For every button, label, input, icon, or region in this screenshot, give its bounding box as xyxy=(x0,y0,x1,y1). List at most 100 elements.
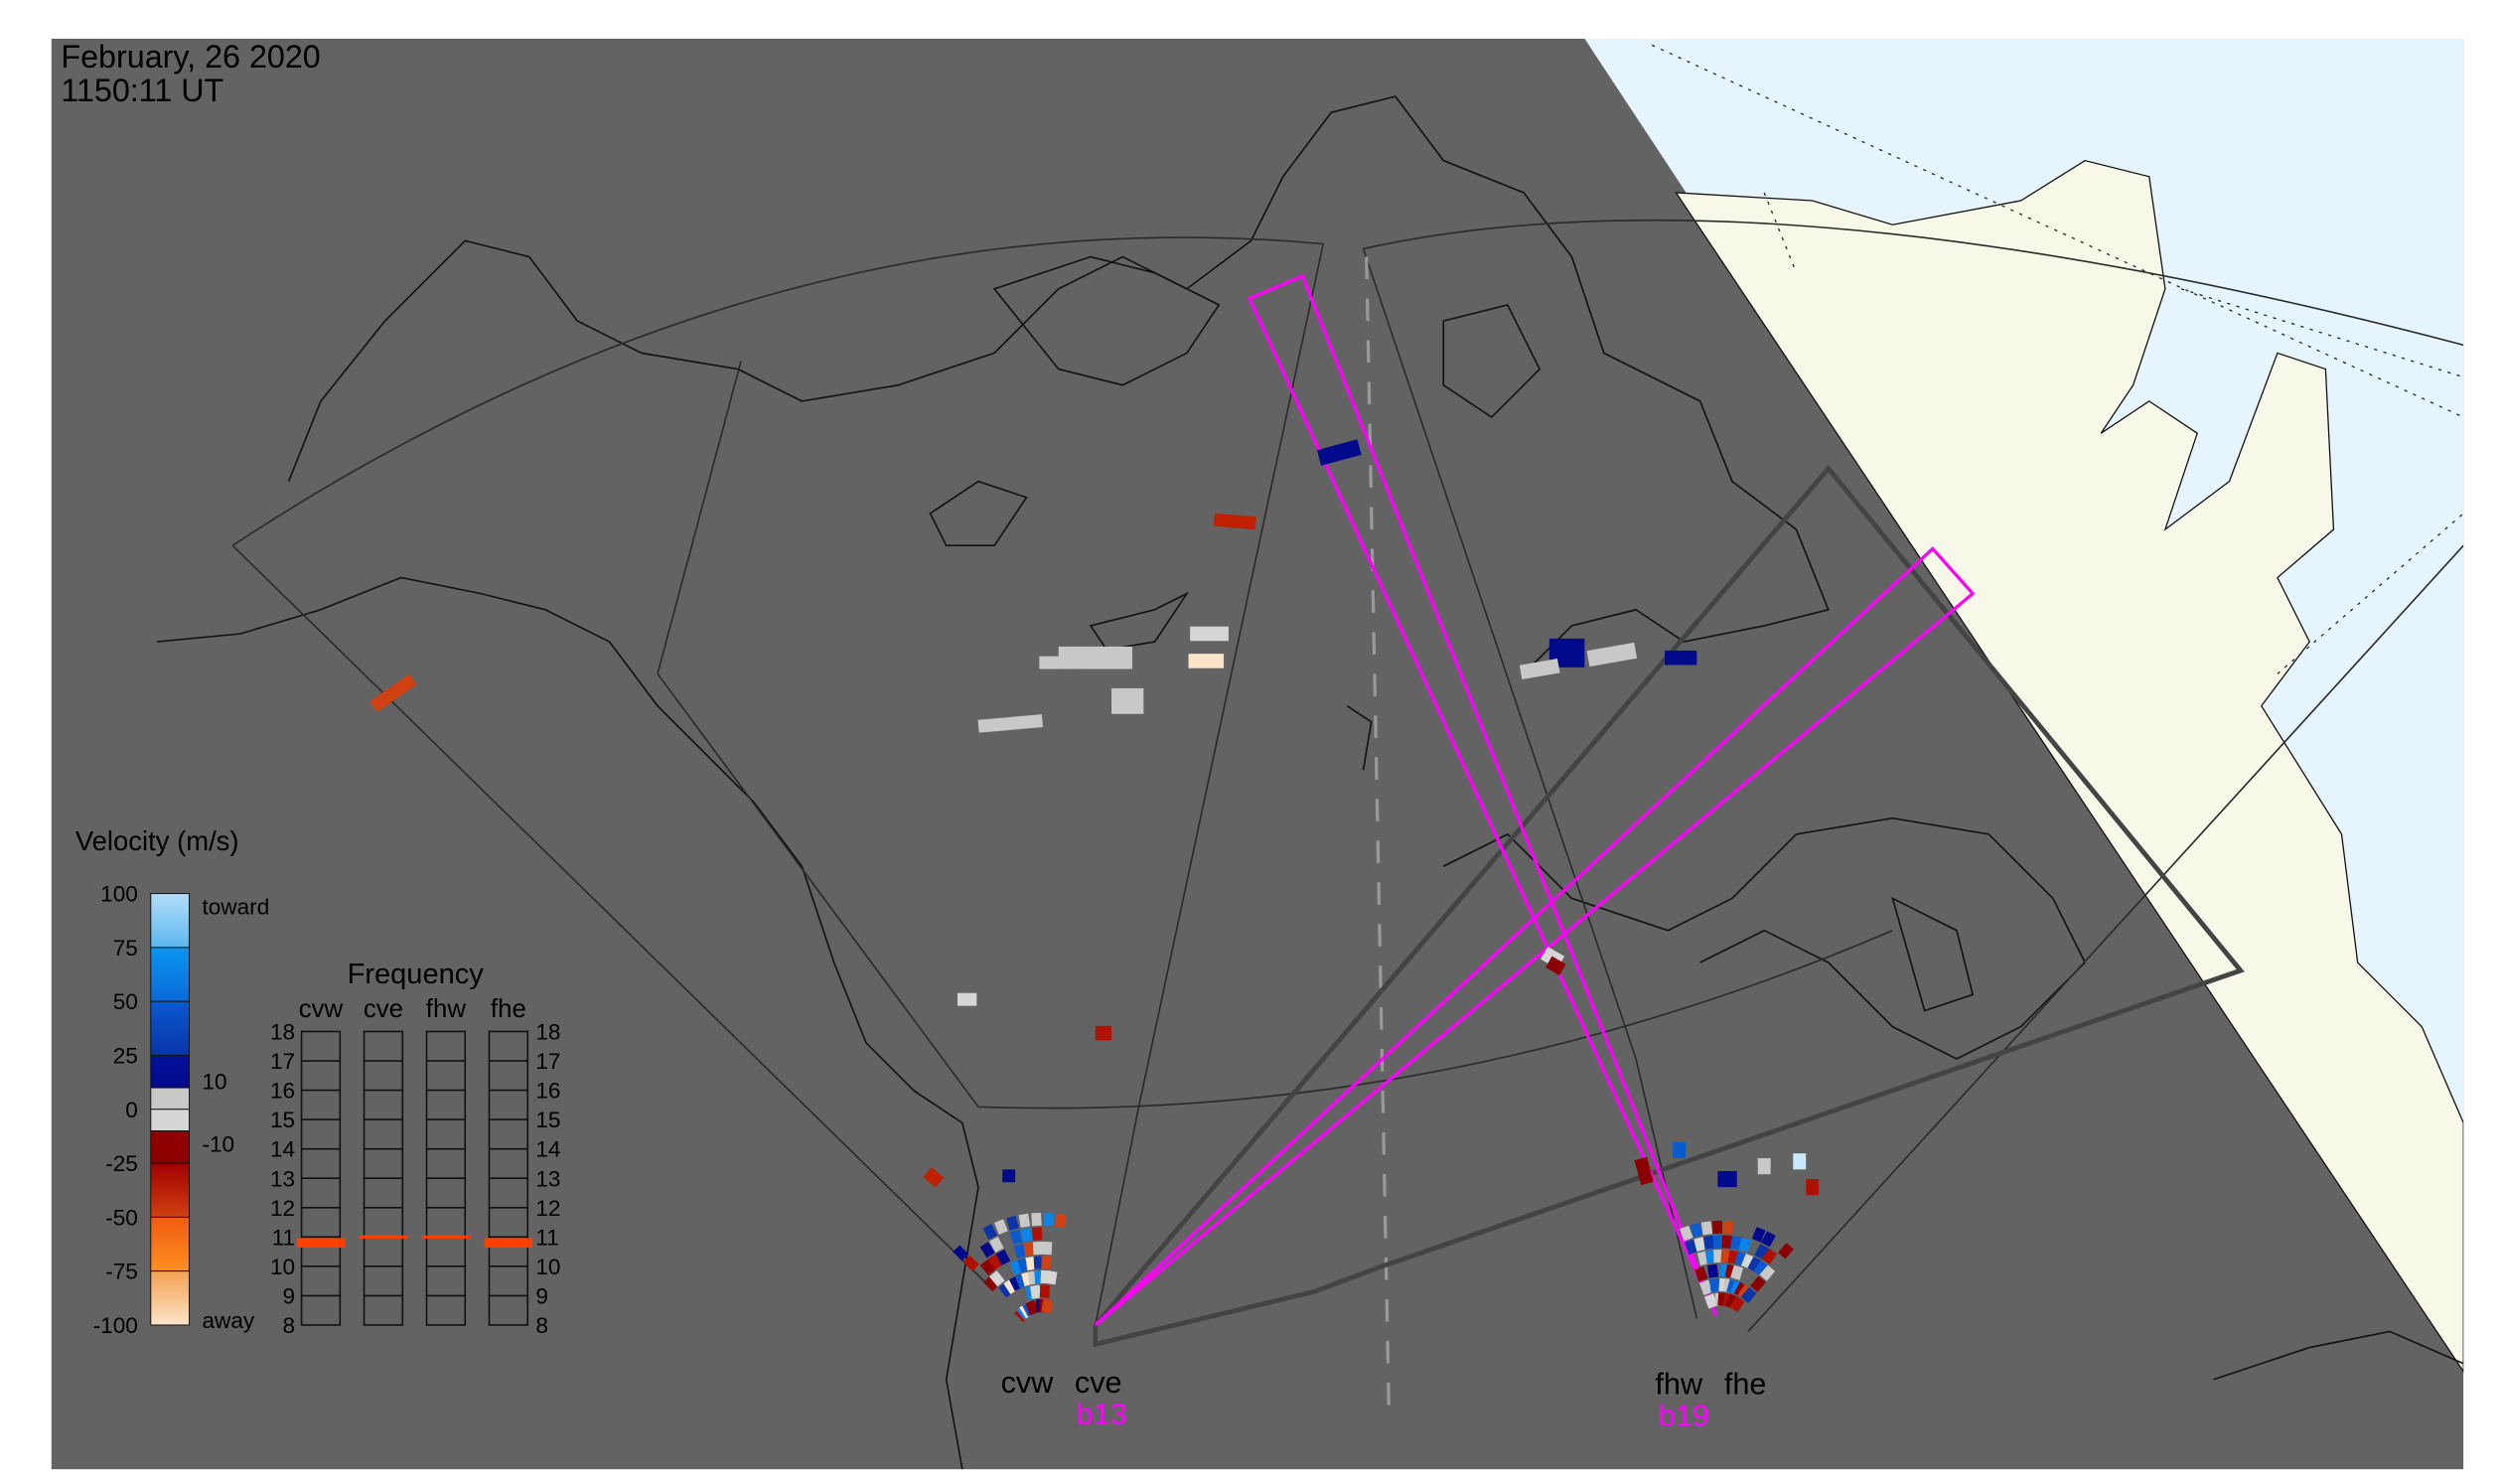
scatter-cell xyxy=(977,714,1044,733)
scatter-cell xyxy=(1753,1260,1769,1277)
frequency-tick-right: 14 xyxy=(535,1137,560,1162)
frequency-tick-right: 18 xyxy=(535,1020,560,1045)
coastlines xyxy=(157,95,2464,1470)
scatter-cell xyxy=(1190,626,1229,642)
frequency-tick-right: 9 xyxy=(535,1283,548,1308)
scatter-cell xyxy=(1095,1025,1112,1041)
scatter-cell xyxy=(1721,1235,1732,1249)
scatter-cell xyxy=(1043,1212,1054,1227)
scatter-cell xyxy=(1045,1270,1058,1285)
scatter-cell xyxy=(1041,1256,1052,1269)
scatter-cell xyxy=(1751,1227,1766,1243)
frequency-tick-left: 18 xyxy=(270,1020,295,1045)
velocity-tick: -100 xyxy=(93,1313,138,1338)
colorbar-segment xyxy=(150,1087,191,1111)
frequency-tick-left: 11 xyxy=(272,1225,295,1250)
frequency-tick-right: 16 xyxy=(535,1079,560,1104)
velocity-legend-title: Velocity (m/s) xyxy=(75,825,239,856)
frequency-tick-left: 8 xyxy=(283,1313,296,1338)
scatter-cell xyxy=(1032,1227,1043,1241)
frequency-tick-left: 12 xyxy=(270,1196,295,1221)
colorbar-segment xyxy=(150,1109,191,1131)
scatter-cell xyxy=(1757,1158,1771,1175)
scatter-cell xyxy=(1759,1264,1776,1281)
scatter-cell xyxy=(1002,1169,1016,1183)
scatter-cell xyxy=(953,1245,969,1261)
scatter-cell xyxy=(983,1275,1000,1292)
scatter-cell xyxy=(1519,659,1560,680)
scatter-cell xyxy=(1031,1212,1042,1227)
scatter-cell xyxy=(1700,1221,1713,1236)
toward-label: toward xyxy=(202,895,269,920)
scatter-cell xyxy=(1717,1170,1737,1188)
scatter-cell xyxy=(1706,1263,1719,1278)
scatter-cell xyxy=(1634,1156,1654,1186)
colorbar-segment xyxy=(150,1130,191,1164)
beam-b19 xyxy=(1247,273,1718,1316)
scatter-cell xyxy=(1698,1279,1713,1295)
frequency-radar-cvw: cvw xyxy=(299,995,344,1023)
frequency-tick-left: 13 xyxy=(270,1166,295,1191)
scatter-cell xyxy=(979,1259,996,1275)
scatter-cell xyxy=(1032,1241,1044,1256)
frequency-tick-right: 10 xyxy=(535,1255,560,1279)
frequency-tick-left: 17 xyxy=(270,1049,295,1074)
scatter-cell xyxy=(1023,1242,1035,1257)
frequency-tick-left: 9 xyxy=(283,1283,296,1308)
scatter-cell xyxy=(1041,1298,1053,1314)
velocity-tick: -50 xyxy=(105,1205,138,1230)
scatter-cell xyxy=(1690,1223,1703,1238)
scatter-cell xyxy=(1761,1248,1778,1264)
scatter-cell xyxy=(1006,1215,1019,1231)
backscatter-cells xyxy=(369,439,1820,1323)
ground-scatter-lower-label: -10 xyxy=(202,1132,234,1157)
frequency-marker xyxy=(296,1238,346,1249)
scatter-cell xyxy=(1708,1277,1721,1293)
scatter-cell xyxy=(1680,1225,1693,1242)
colorbar-segment xyxy=(150,1270,191,1326)
scatter-cell xyxy=(1665,650,1697,666)
combined-fov-outline xyxy=(1093,464,2245,1348)
scatter-cell xyxy=(1041,1241,1053,1256)
velocity-tick: 25 xyxy=(113,1044,138,1069)
frequency-tick-left: 10 xyxy=(270,1255,295,1279)
scatter-cell xyxy=(1316,439,1362,466)
scatter-cell xyxy=(1738,1237,1752,1253)
radar-label-cve: cve xyxy=(1075,1365,1122,1400)
scatter-cell xyxy=(1729,1236,1742,1251)
frequency-marker xyxy=(421,1235,471,1239)
frequency-tick-right: 15 xyxy=(535,1108,560,1132)
scatter-cell xyxy=(995,1250,1011,1265)
scatter-cell xyxy=(1188,654,1225,668)
scatter-cell xyxy=(1013,1243,1027,1259)
frequency-tick-right: 11 xyxy=(535,1225,558,1250)
scatter-cell xyxy=(1054,1213,1067,1228)
frequency-tick-right: 17 xyxy=(535,1049,560,1074)
frequency-marker xyxy=(484,1238,533,1249)
scatter-cell xyxy=(1545,956,1566,975)
beam-b13 xyxy=(1094,546,1976,1327)
velocity-tick: 0 xyxy=(125,1098,138,1122)
time-label: 1150:11 UT xyxy=(61,73,223,108)
frequency-tick-left: 14 xyxy=(270,1137,295,1162)
frequency-radar-cve: cve xyxy=(364,995,403,1023)
scatter-cell xyxy=(1740,1286,1757,1303)
scatter-cell xyxy=(957,992,977,1006)
radar-label-cvw: cvw xyxy=(1001,1365,1055,1400)
velocity-tick: -25 xyxy=(105,1151,138,1176)
scatter-cell xyxy=(1778,1243,1794,1260)
dateline-dashed xyxy=(1365,256,1391,1412)
scatter-cell xyxy=(1703,1293,1718,1309)
scatter-cell xyxy=(987,1254,1003,1270)
scatter-cell xyxy=(1793,1153,1807,1170)
scatter-cell xyxy=(1020,1228,1033,1243)
frequency-tick-right: 13 xyxy=(535,1166,560,1191)
scatter-cell xyxy=(989,1237,1004,1253)
colorbar-segment xyxy=(150,1000,191,1056)
frequency-radar-fhw: fhw xyxy=(426,995,467,1023)
scatter-cell xyxy=(1761,1231,1776,1248)
scatter-cell xyxy=(1712,1235,1723,1249)
scatter-cell xyxy=(923,1167,945,1188)
